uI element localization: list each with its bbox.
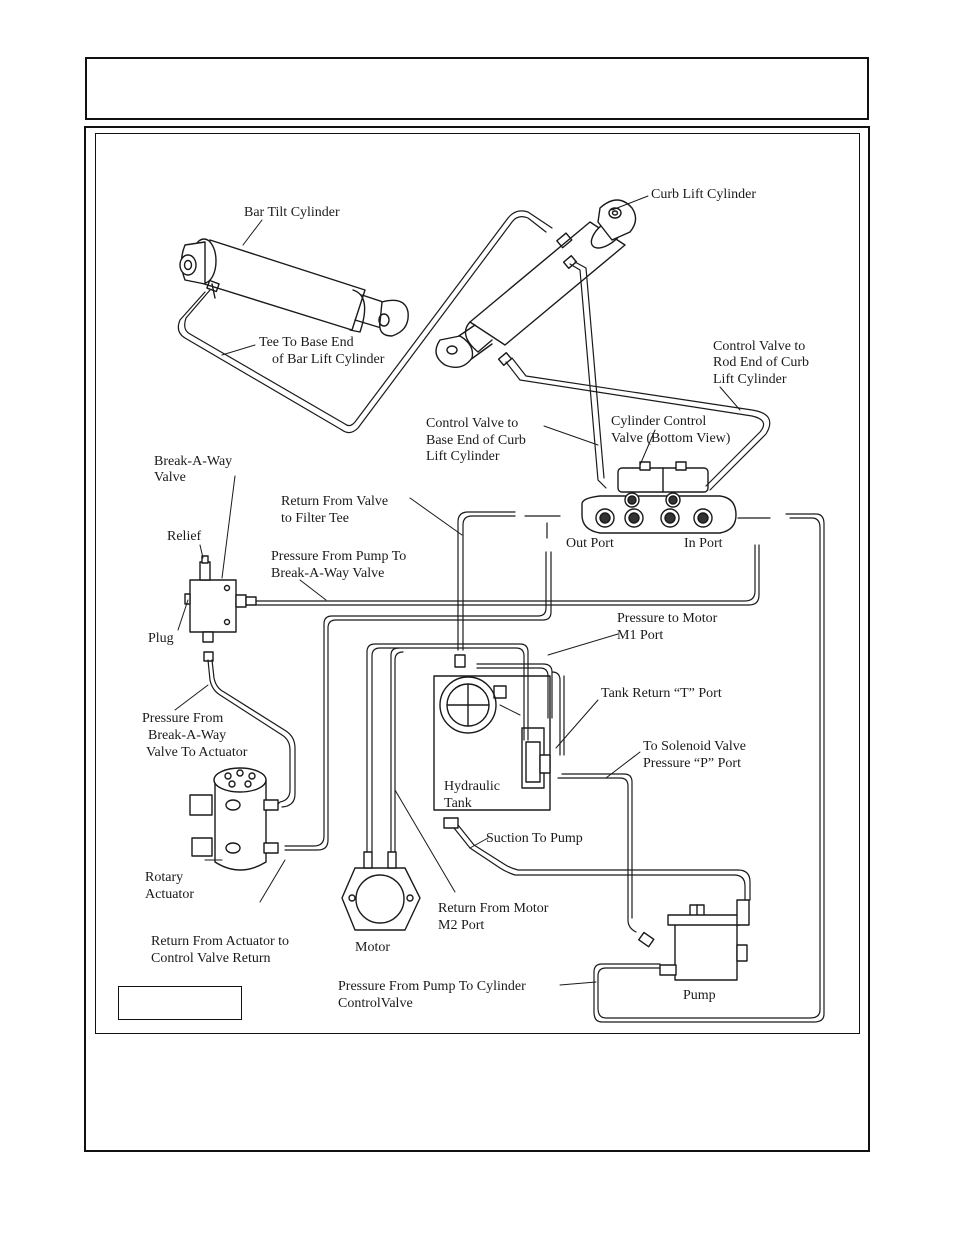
label-out-port: Out Port bbox=[566, 536, 614, 551]
label-pressure-from-bav-3: Valve To Actuator bbox=[146, 745, 248, 760]
hydraulic-pump bbox=[638, 899, 750, 981]
label-to-solenoid-valve-2: Pressure “P” Port bbox=[643, 756, 741, 771]
hydraulic-lines bbox=[177, 210, 825, 1023]
label-tee-to-base-end-2: of Bar Lift Cylinder bbox=[272, 352, 385, 367]
label-return-from-valve: Return From Valve bbox=[281, 494, 389, 509]
label-pressure-from-bav-2: Break-A-Way bbox=[148, 728, 227, 743]
label-pressure-to-cylinder-valve: Pressure From Pump To Cylinder bbox=[338, 979, 526, 994]
label-rotary-actuator: Rotary bbox=[145, 870, 184, 885]
label-pressure-from-bav: Pressure From bbox=[142, 711, 224, 726]
outer-frame bbox=[84, 126, 870, 1152]
label-pressure-to-motor-2: M1 Port bbox=[617, 628, 664, 643]
label-curb-lift-cylinder: Curb Lift Cylinder bbox=[651, 187, 756, 202]
label-return-from-actuator: Return From Actuator to bbox=[151, 934, 290, 949]
label-rotary-actuator-2: Actuator bbox=[145, 887, 194, 902]
label-break-a-way: Break-A-Way bbox=[154, 454, 233, 469]
label-in-port: In Port bbox=[684, 536, 723, 551]
label-control-valve-base: Control Valve to bbox=[426, 416, 519, 431]
header-box bbox=[85, 57, 869, 120]
label-return-from-motor-2: M2 Port bbox=[438, 918, 485, 933]
hydraulic-tank bbox=[433, 654, 551, 829]
label-pressure-to-motor: Pressure to Motor bbox=[617, 611, 718, 626]
cylinder-control-valve bbox=[581, 461, 737, 534]
label-relief: Relief bbox=[167, 529, 202, 544]
curb-lift-cylinder bbox=[435, 199, 637, 368]
label-hydraulic-tank: Hydraulic bbox=[444, 779, 500, 794]
label-control-valve-base-2: Base End of Curb bbox=[426, 433, 526, 448]
label-plug: Plug bbox=[148, 631, 174, 646]
label-control-valve-rod-2: Rod End of Curb bbox=[713, 355, 810, 370]
hydraulic-motor bbox=[341, 851, 421, 931]
label-hydraulic-tank-2: Tank bbox=[444, 796, 472, 811]
label-control-valve-rod-3: Lift Cylinder bbox=[713, 372, 787, 387]
rotary-actuator bbox=[189, 767, 279, 871]
label-break-a-way-2: Valve bbox=[154, 470, 186, 485]
label-pressure-from-pump: Pressure From Pump To bbox=[271, 549, 407, 564]
label-return-from-motor: Return From Motor bbox=[438, 901, 549, 916]
leader-lines bbox=[174, 195, 741, 986]
figure-number-box bbox=[118, 986, 242, 1020]
label-control-valve-rod: Control Valve to bbox=[713, 339, 806, 354]
label-suction-to-pump: Suction To Pump bbox=[486, 831, 583, 846]
label-return-from-actuator-2: Control Valve Return bbox=[151, 951, 271, 966]
label-bar-tilt-cylinder: Bar Tilt Cylinder bbox=[244, 205, 340, 220]
diagram-frame bbox=[95, 133, 860, 1034]
label-pressure-to-cylinder-valve-2: ControlValve bbox=[338, 996, 413, 1011]
label-to-solenoid-valve: To Solenoid Valve bbox=[643, 739, 746, 754]
label-return-from-valve-2: to Filter Tee bbox=[281, 511, 349, 526]
label-tee-to-base-end: Tee To Base End bbox=[259, 335, 354, 350]
break-a-way-valve bbox=[184, 555, 257, 662]
label-motor: Motor bbox=[355, 940, 390, 955]
label-control-valve-base-3: Lift Cylinder bbox=[426, 449, 500, 464]
label-cylinder-control: Cylinder Control bbox=[611, 414, 707, 429]
label-pressure-from-pump-2: Break-A-Way Valve bbox=[271, 566, 385, 581]
bar-tilt-cylinder bbox=[179, 238, 409, 337]
label-cylinder-control-2: Valve (Bottom View) bbox=[611, 431, 731, 446]
label-pump: Pump bbox=[683, 988, 716, 1003]
label-tank-return-t-port: Tank Return “T” Port bbox=[601, 686, 722, 701]
